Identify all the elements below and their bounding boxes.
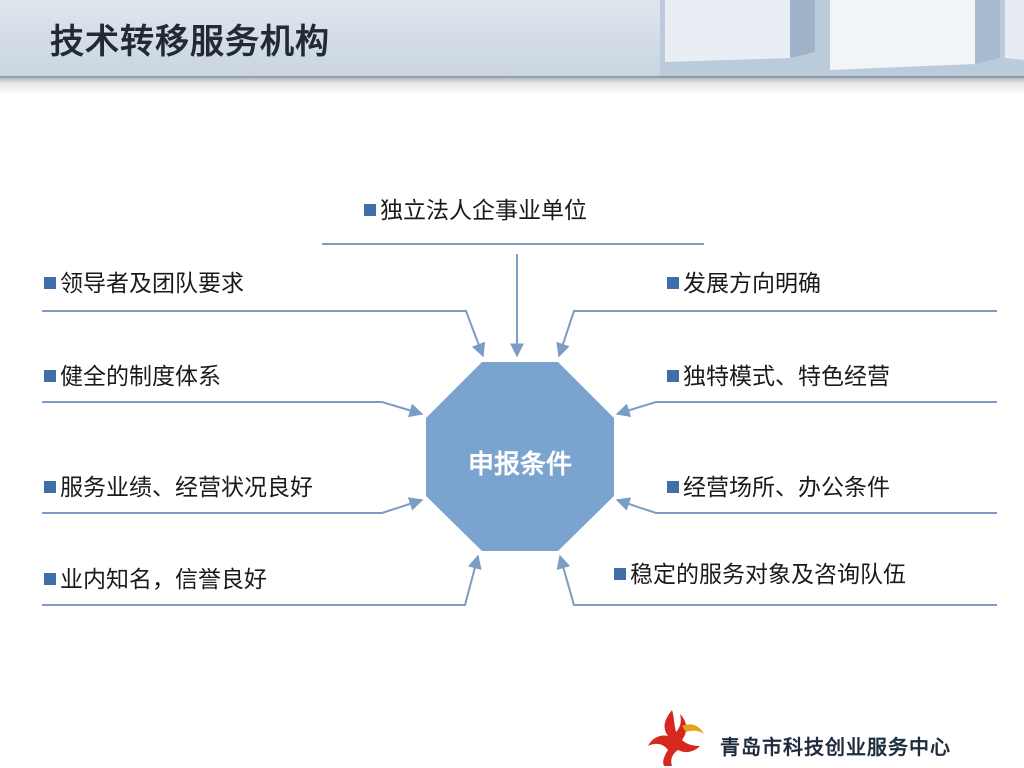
square-bullet-icon	[667, 276, 679, 289]
square-bullet-icon	[44, 276, 56, 289]
header-shadow	[0, 76, 1024, 94]
arrow-right-4	[556, 554, 997, 606]
requirement-right-3: 经营场所、办公条件	[667, 473, 890, 503]
square-bullet-icon	[44, 480, 56, 493]
organization-logo-icon	[648, 710, 704, 766]
arrow-left-3	[42, 497, 424, 514]
requirement-right-2: 独特模式、特色经营	[667, 362, 890, 392]
center-octagon	[426, 362, 614, 551]
requirement-left-2: 健全的制度体系	[44, 362, 221, 392]
arrow-right-1	[556, 310, 997, 358]
center-label: 申报条件	[467, 450, 572, 480]
square-bullet-icon	[667, 480, 679, 493]
square-bullet-icon	[614, 567, 626, 580]
arrow-left-1	[42, 310, 486, 358]
requirement-top: 独立法人企事业单位	[364, 196, 587, 226]
requirement-right-4: 稳定的服务对象及咨询队伍	[614, 560, 906, 590]
arrow-left-2	[42, 401, 424, 418]
header-banner: 技术转移服务机构	[0, 0, 1024, 78]
arrow-left-4	[42, 554, 482, 606]
requirement-left-1: 领导者及团队要求	[44, 269, 244, 299]
organization-name: 青岛市科技创业服务中心	[720, 735, 951, 759]
header-cubes-decoration	[660, 0, 1024, 78]
page-title: 技术转移服务机构	[50, 22, 330, 62]
requirement-left-4: 业内知名，信誉良好	[44, 565, 267, 595]
arrow-right-3	[615, 497, 997, 514]
requirement-left-3: 服务业绩、经营状况良好	[44, 473, 313, 503]
square-bullet-icon	[364, 203, 376, 216]
square-bullet-icon	[667, 369, 679, 382]
arrow-right-2	[615, 401, 997, 417]
requirement-right-1: 发展方向明确	[667, 269, 821, 299]
square-bullet-icon	[44, 369, 56, 382]
square-bullet-icon	[44, 572, 56, 585]
